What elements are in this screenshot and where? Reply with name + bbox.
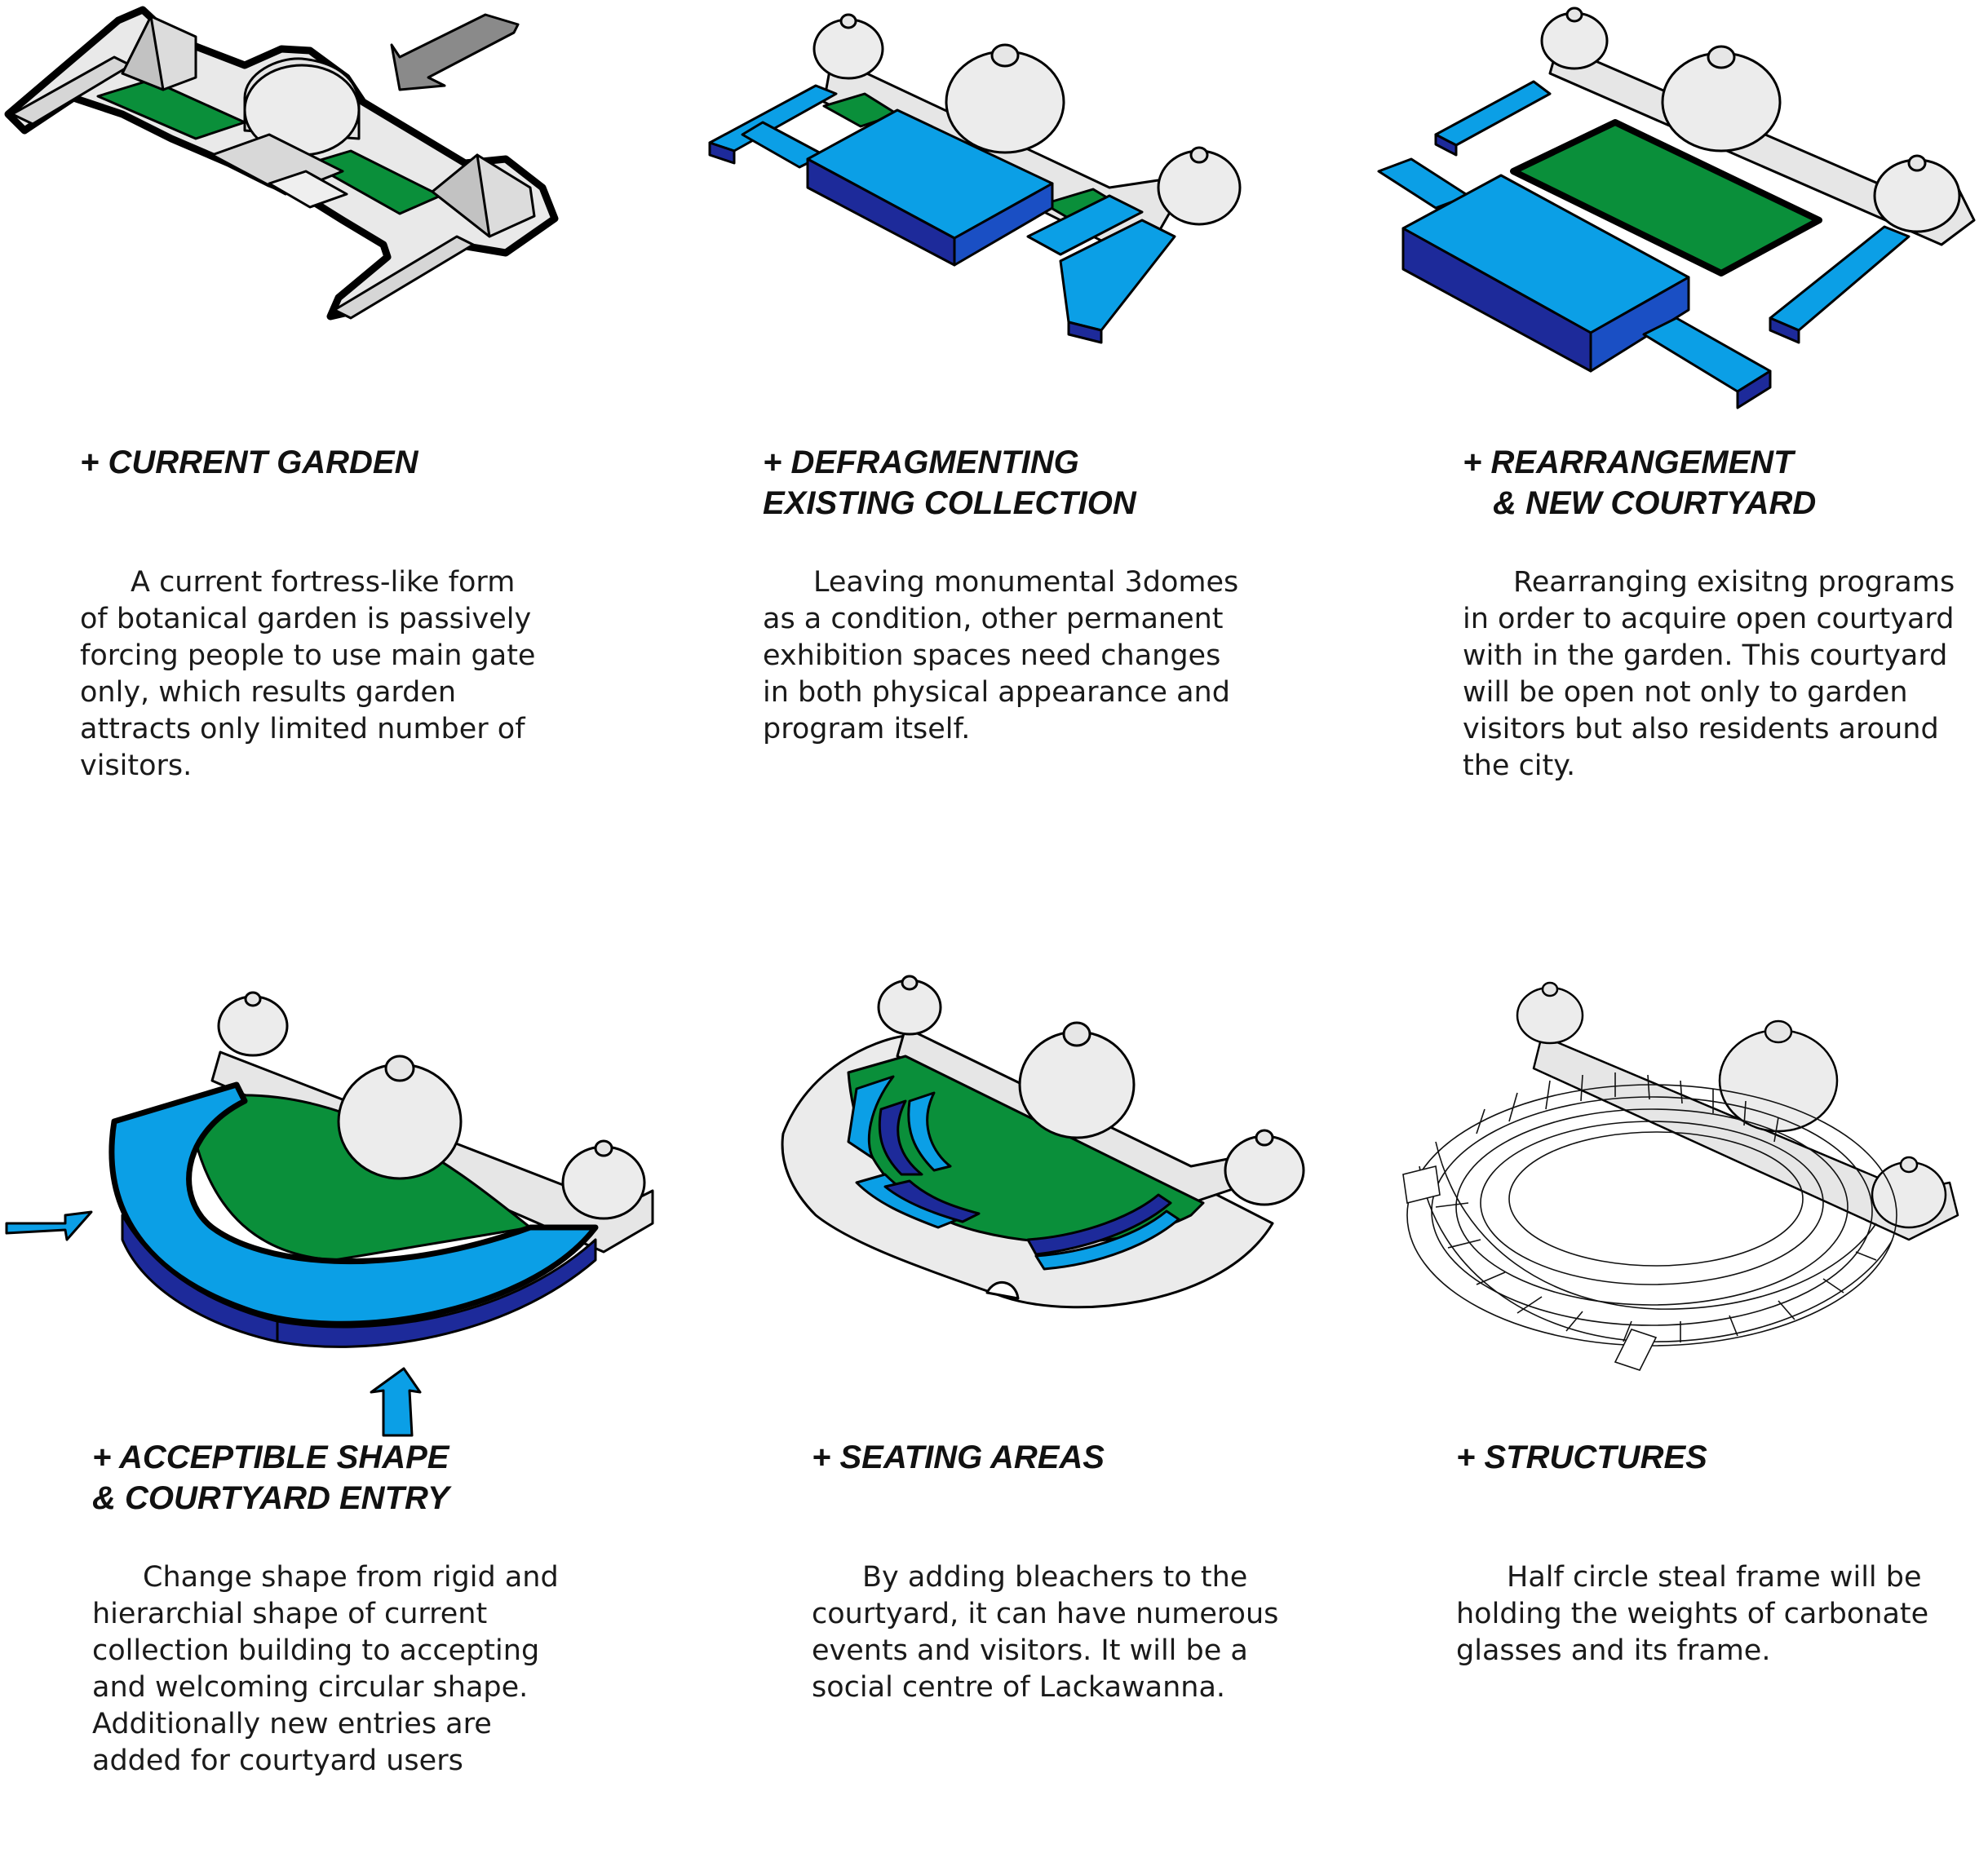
dome xyxy=(1018,1030,1136,1139)
bleacher xyxy=(1034,1209,1180,1271)
collection-block xyxy=(1026,194,1144,256)
circular-collection xyxy=(108,1081,599,1327)
panel-description: Leaving monumental 3domes as a condition… xyxy=(763,566,1239,745)
acceptible-shape-diagram xyxy=(5,991,654,1437)
rearrangement-diagram xyxy=(1377,7,1976,409)
panel-title: + CURRENT GARDEN xyxy=(80,444,418,480)
arrow-icon xyxy=(5,1210,93,1241)
panel-title: + ACCEPTIBLE SHAPE & COURTYARD ENTRY xyxy=(92,1439,449,1516)
courtyard-lawn xyxy=(186,1094,532,1262)
bleacher xyxy=(1026,1193,1172,1256)
panel-rearrangement: + REARRANGEMENT & NEW COURTYARD Rearrang… xyxy=(1354,0,1988,816)
dome xyxy=(1718,1028,1839,1133)
panel-defragmenting: + DEFRAGMENTING EXISTING COLLECTION Leav… xyxy=(685,0,1338,816)
panel-description: By adding bleachers to the courtyard, it… xyxy=(812,1561,1279,1704)
collection-block xyxy=(1434,80,1552,147)
defragmenting-diagram xyxy=(708,13,1242,344)
steel-frame xyxy=(1402,1072,1897,1371)
arrow-icon xyxy=(370,1367,422,1437)
panel-description: Half circle steal frame will be holding … xyxy=(1456,1561,1929,1667)
panel-structures: + STRUCTURES Half circle steal frame wil… xyxy=(1387,979,1988,1794)
new-courtyard xyxy=(1510,119,1822,276)
panel-current-garden: + CURRENT GARDEN A current fortress-like… xyxy=(0,0,587,816)
bleacher xyxy=(878,1099,923,1176)
panel-description: Change shape from rigid and hierarchial … xyxy=(92,1561,559,1777)
panel-description: A current fortress-like form of botanica… xyxy=(80,566,536,782)
panel-title: + DEFRAGMENTING EXISTING COLLECTION xyxy=(763,444,1136,521)
collection-block xyxy=(1769,225,1911,332)
panel-description: Rearranging exisitng programs in order t… xyxy=(1463,566,1955,782)
panel-acceptible-shape: + ACCEPTIBLE SHAPE & COURTYARD ENTRY Cha… xyxy=(0,979,654,1794)
panel-title: + SEATING AREAS xyxy=(812,1439,1105,1475)
current-garden-diagram xyxy=(4,6,559,321)
bleacher xyxy=(847,1075,895,1160)
dome xyxy=(561,1145,646,1220)
panel-seating-areas: + SEATING AREAS By adding bleachers to t… xyxy=(734,975,1387,1794)
seating-areas-diagram xyxy=(781,975,1305,1309)
bleacher xyxy=(883,1179,981,1223)
panel-title: + REARRANGEMENT & NEW COURTYARD xyxy=(1463,444,1817,521)
structures-diagram xyxy=(1402,981,1959,1371)
arrow-icon xyxy=(390,13,520,91)
panel-title: + STRUCTURES xyxy=(1456,1439,1707,1475)
collection-block xyxy=(1059,219,1176,332)
bleacher xyxy=(907,1091,952,1172)
dome xyxy=(1224,1134,1305,1206)
collection-block xyxy=(1642,316,1772,393)
